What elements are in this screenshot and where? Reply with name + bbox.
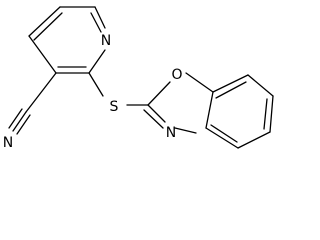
pyridine-nitrogen-label: N: [101, 33, 111, 49]
thioether-bridge: [88, 72, 149, 106]
oxazole-nitrogen-label: N: [166, 125, 176, 141]
bond-c7-c6: [247, 74, 274, 97]
pyridine-ring: [28, 6, 106, 74]
bond-c3-c4: [28, 35, 57, 74]
bond-c4-c3a: [205, 127, 239, 149]
structure-canvas: N S O N N: [3, 6, 274, 151]
atom-labels: N S O N N: [3, 33, 183, 151]
triple-bond-a: [12, 111, 27, 132]
bond-n-c2prime: [147, 104, 166, 123]
oxazole-oxygen-label: O: [171, 67, 182, 83]
nitrile-nitrogen-label: N: [3, 135, 13, 151]
bond-c6-n1: [94, 6, 106, 29]
bond-c3-cn: [25, 72, 57, 113]
bond-c7a-c3a: [205, 91, 214, 129]
nitrile-group: [8, 72, 57, 135]
bond-o-c7a: [185, 72, 214, 93]
bond-c4-c5: [28, 6, 61, 37]
triple-bond-b: [8, 108, 23, 129]
bond-c7a-c7: [212, 74, 249, 93]
bond-c6-c5: [269, 95, 274, 133]
bond-c2-s: [88, 72, 104, 97]
bond-n-c2prime-double: [143, 109, 164, 129]
benzene-ring: [205, 74, 274, 149]
bond-c6-n1-inner: [90, 12, 102, 33]
bond-c4-c3a-inner: [210, 124, 238, 143]
bond-c6-c5-inner: [263, 98, 268, 130]
bond-c2prime-o: [147, 81, 171, 106]
bond-c5-c4: [237, 131, 271, 149]
oxazole-ring: [143, 72, 214, 134]
bond-n1-c2: [88, 49, 106, 74]
molecule-drawing: N S O N N: [3, 6, 274, 151]
bond-c7a-c7-inner: [215, 81, 247, 99]
bond-c4-c5-inner: [33, 12, 63, 41]
bond-c3a-n: [174, 127, 197, 134]
sulfur-label: S: [110, 99, 119, 115]
triple-bond-c: [16, 114, 31, 135]
